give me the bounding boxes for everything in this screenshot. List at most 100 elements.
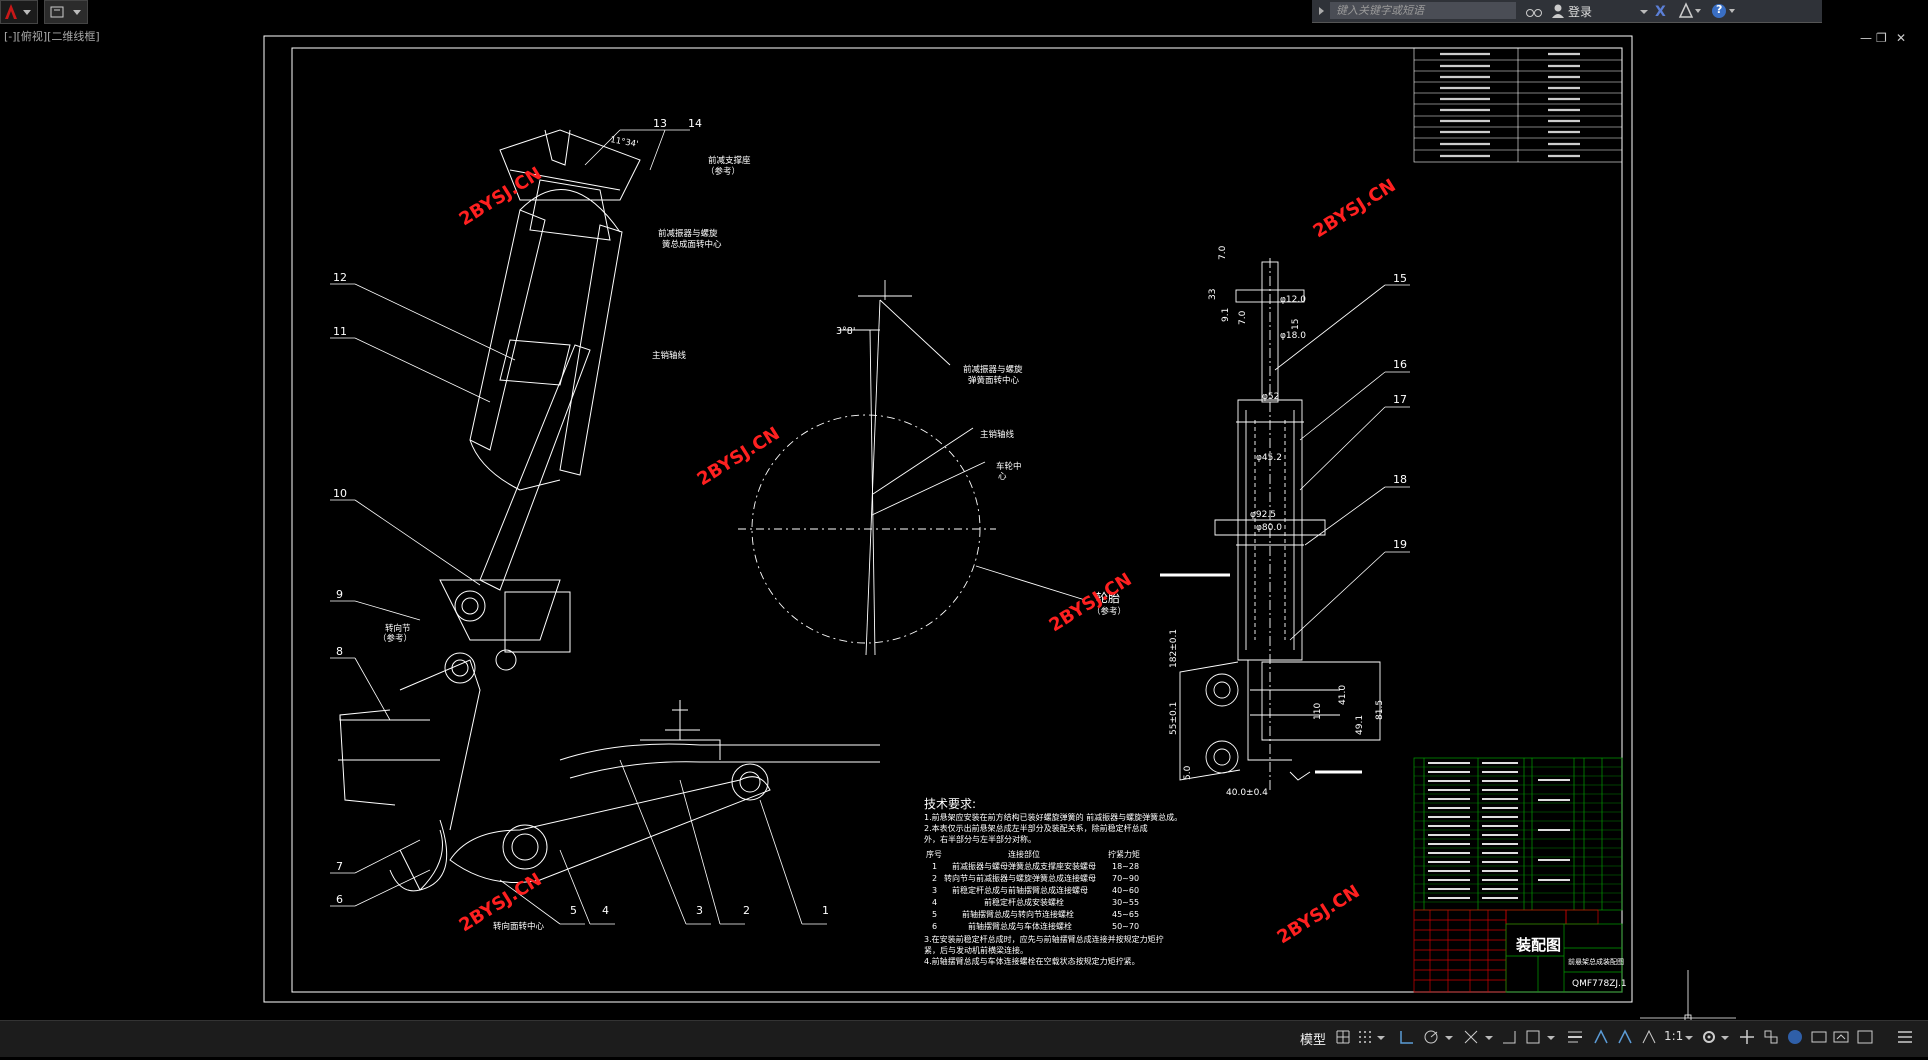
callout-5: 5 — [570, 904, 577, 917]
dim-7-0b: 7.0 — [1238, 310, 1248, 325]
note-ref-3: （参考） — [1092, 606, 1126, 617]
drawing-canvas[interactable]: 5 4 3 2 1 7 6 8 9 10 11 12 13 14 15 16 1… — [0, 24, 1928, 1020]
units-icon[interactable] — [1762, 1028, 1780, 1046]
crosshair-cursor — [1640, 970, 1736, 1020]
application-menu-button[interactable] — [0, 0, 38, 24]
chevron-down-icon[interactable] — [1638, 0, 1650, 22]
user-icon — [1552, 4, 1564, 18]
title-block-text: 装配图 前悬架总成装配图 QMF778ZJ.1 — [1515, 936, 1627, 989]
search-input[interactable]: 键入关键字或短语 — [1330, 2, 1516, 19]
chevron-down-icon[interactable] — [1444, 1028, 1454, 1046]
sheet-inner-border — [291, 47, 1623, 993]
hardware-acceleration-icon[interactable] — [1810, 1028, 1828, 1046]
callout-11: 11 — [333, 325, 347, 338]
quick-access-icon — [50, 6, 81, 18]
auto-scale-icon[interactable] — [1640, 1028, 1658, 1046]
tech-row-torque: 70~90 — [1112, 874, 1139, 883]
tech-row-part: 前减振器与螺母弹簧总成支撑座安装螺母 — [952, 861, 1096, 871]
dim-182: 182±0.1 — [1169, 629, 1179, 668]
object-snap-icon[interactable] — [1524, 1028, 1542, 1046]
dim-81-5: 81.5 — [1375, 700, 1385, 720]
svg-text:X: X — [1655, 4, 1666, 20]
callout-7: 7 — [336, 860, 343, 873]
dim-9: 9.1 — [1221, 308, 1231, 322]
callout-8: 8 — [336, 645, 343, 658]
grid-icon[interactable] — [1334, 1028, 1352, 1046]
dim-49-1: 49.1 — [1355, 715, 1365, 735]
isolate-objects-icon[interactable] — [1786, 1028, 1804, 1046]
callout-18: 18 — [1393, 473, 1407, 486]
damper-dimensions: 7.0 33 9.1 7.0 φ12.0 15 φ18.0 φ52 φ45.2 … — [1169, 245, 1385, 798]
isodraft-icon[interactable] — [1462, 1028, 1480, 1046]
drawing-code: QMF778ZJ.1 — [1572, 979, 1627, 989]
chevron-down-icon[interactable] — [1684, 1028, 1694, 1046]
tech-row-part: 前轴摆臂总成与转向节连接螺栓 — [962, 909, 1074, 919]
status-bar: 模型 1:1 — [0, 1020, 1928, 1057]
tech-row-torque: 50~70 — [1112, 922, 1139, 931]
fullscreen-icon[interactable] — [1856, 1028, 1874, 1046]
callout-numbers: 5 4 3 2 1 7 6 8 9 10 11 12 13 14 15 16 1… — [333, 117, 1407, 917]
model-tab[interactable]: 模型 — [1300, 1033, 1327, 1048]
dim-phi18: φ18.0 — [1280, 331, 1306, 341]
gear-icon[interactable] — [1700, 1028, 1718, 1046]
tech-row-part: 前稳定杆总成安装螺栓 — [984, 897, 1064, 907]
polar-icon[interactable] — [1422, 1028, 1440, 1046]
annotation-visibility-icon[interactable] — [1616, 1028, 1634, 1046]
dim-phi12: φ12.0 — [1280, 295, 1306, 305]
help-icon[interactable] — [1710, 0, 1736, 22]
lower-control-arm — [389, 700, 880, 892]
binoculars-icon[interactable] — [1524, 0, 1544, 22]
expand-arrow-icon[interactable] — [1314, 0, 1328, 22]
tech-line-2: 2.本表仅示出前悬架总成左半部分及装配关系，除前稳定杆总成 — [924, 823, 1148, 833]
dim-41: 41.0 — [1338, 685, 1348, 705]
callout-13: 13 — [653, 117, 667, 130]
plus-icon[interactable] — [1738, 1028, 1756, 1046]
close-icon[interactable]: ✕ — [1896, 31, 1907, 45]
restore-icon[interactable]: ❐ — [1876, 31, 1887, 45]
object-tracking-icon[interactable] — [1500, 1028, 1518, 1046]
callout-1: 1 — [822, 904, 829, 917]
callout-12: 12 — [333, 271, 347, 284]
sheet-outer-border — [263, 35, 1633, 1003]
lineweight-icon[interactable] — [1566, 1028, 1584, 1046]
note-ref-2: （参考） — [378, 633, 412, 644]
note-spring-center-2: 簧总成面转中心 — [662, 239, 722, 250]
strut-assembly — [338, 129, 641, 891]
dim-110: 110 — [1313, 703, 1323, 720]
chevron-down-icon[interactable] — [1720, 1028, 1730, 1046]
tech-col-no: 序号 — [926, 849, 942, 859]
exchange-icon[interactable]: X — [1652, 0, 1672, 22]
chevron-down-icon[interactable] — [1546, 1028, 1556, 1046]
minimize-icon[interactable]: — — [1860, 31, 1872, 45]
autocad-logo-icon — [5, 4, 31, 19]
snap-icon[interactable] — [1356, 1028, 1374, 1046]
dim-phi80: φ80.0 — [1256, 523, 1282, 533]
login-link[interactable]: 登录 — [1568, 5, 1593, 19]
tech-line-5: 紧，后与发动机前横梁连接。 — [924, 945, 1028, 955]
chevron-down-icon[interactable] — [1484, 1028, 1494, 1046]
note-spring-center-3: 前减振器与螺旋 — [963, 364, 1023, 375]
note-pivot-center: 转向面转中心 — [493, 921, 545, 932]
ortho-icon[interactable] — [1398, 1028, 1416, 1046]
tech-row-no: 1 — [932, 862, 937, 871]
annotation-scale-icon[interactable] — [1592, 1028, 1610, 1046]
note-angle-398: 3°8' — [836, 326, 855, 337]
drawing-title: 装配图 — [1515, 936, 1561, 954]
title-bar: 键入关键字或短语 登录 X ? — [0, 0, 1928, 24]
dim-phi452: φ45.2 — [1256, 453, 1282, 463]
tech-row-part: 转向节与前减振器与螺旋弹簧总成连接螺母 — [944, 873, 1096, 883]
chevron-down-icon[interactable] — [1376, 1028, 1386, 1046]
watermark: 2BYSJ.CN — [1274, 881, 1364, 948]
search-area: 键入关键字或短语 登录 X ? — [1312, 0, 1822, 23]
menu-icon[interactable] — [1896, 1028, 1914, 1046]
clean-screen-icon[interactable] — [1832, 1028, 1850, 1046]
autodesk-360-icon[interactable] — [1676, 0, 1702, 22]
annotation-scale-value[interactable]: 1:1 — [1664, 1029, 1684, 1043]
tech-row-part: 前稳定杆总成与前轴摆臂总成连接螺母 — [952, 885, 1088, 895]
tech-line-6: 4.前轴摆臂总成与车体连接螺栓在空载状态按规定力矩拧紧。 — [924, 956, 1140, 966]
tech-row-no: 3 — [932, 886, 937, 895]
damper-section-view — [1160, 258, 1381, 790]
callout-2: 2 — [743, 904, 750, 917]
viewport-label[interactable]: [-][俯视][二维线框] — [4, 30, 100, 43]
quick-access-toolbar[interactable] — [44, 0, 88, 24]
